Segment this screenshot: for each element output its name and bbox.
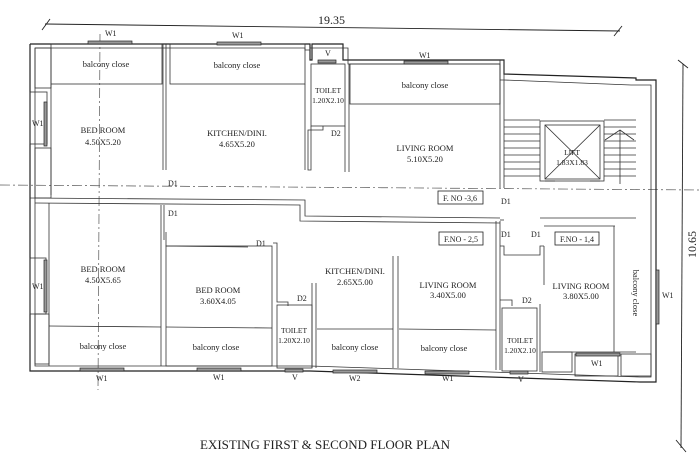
width-dimension-label: 19.35 bbox=[318, 13, 345, 27]
svg-text:4.50X5.65: 4.50X5.65 bbox=[85, 275, 121, 285]
room-bedroom-2: BED ROOM 4.50X5.65 bbox=[81, 264, 126, 285]
svg-text:W1: W1 bbox=[591, 359, 603, 368]
svg-text:W1: W1 bbox=[105, 29, 117, 38]
svg-text:1.20X2.10: 1.20X2.10 bbox=[312, 96, 344, 105]
flat-number-right: F.NO - 1,4 bbox=[554, 231, 600, 246]
opening-tags: W1 W1 V W1 W1 D2 D1 D1 D1 D1 D1 D1 D2 D2… bbox=[32, 29, 674, 384]
svg-text:D1: D1 bbox=[531, 230, 541, 239]
horizontal-axis-line bbox=[0, 184, 700, 191]
flat-number-top: F. NO -3,6 bbox=[437, 190, 484, 205]
svg-text:LIVING ROOM: LIVING ROOM bbox=[420, 280, 477, 290]
svg-text:balcony close: balcony close bbox=[631, 270, 641, 317]
lobby-walls bbox=[500, 245, 545, 285]
svg-text:V: V bbox=[292, 373, 298, 382]
svg-text:1.20X2.10: 1.20X2.10 bbox=[504, 346, 536, 355]
svg-text:D1: D1 bbox=[168, 209, 178, 218]
svg-text:BED ROOM: BED ROOM bbox=[81, 125, 126, 135]
drawing-title: EXISTING FIRST & SECOND FLOOR PLAN bbox=[200, 437, 451, 452]
lift-shaft bbox=[539, 120, 605, 182]
svg-text:2.65X5.00: 2.65X5.00 bbox=[337, 277, 373, 287]
svg-text:balcony close: balcony close bbox=[402, 80, 449, 90]
svg-text:W1: W1 bbox=[32, 282, 44, 291]
room-toilet-1: TOILET 1.20X2.10 bbox=[312, 86, 344, 105]
svg-text:TOILET: TOILET bbox=[507, 336, 534, 345]
svg-text:balcony close: balcony close bbox=[421, 343, 468, 353]
svg-text:KITCHEN/DINI.: KITCHEN/DINI. bbox=[207, 128, 267, 138]
room-living-3: LIVING ROOM 3.80X5.00 bbox=[553, 281, 610, 301]
bedroom-2-block bbox=[29, 203, 165, 366]
balcony-labels: balcony close balcony close balcony clos… bbox=[80, 59, 641, 353]
svg-text:1.83X1.83: 1.83X1.83 bbox=[556, 158, 588, 167]
room-bedroom-1: BED ROOM 4.50X5.20 bbox=[81, 125, 126, 147]
svg-text:D2: D2 bbox=[297, 294, 307, 303]
svg-text:balcony close: balcony close bbox=[193, 342, 240, 352]
svg-text:W1: W1 bbox=[232, 31, 244, 40]
svg-text:W1: W1 bbox=[32, 119, 44, 128]
svg-text:W1: W1 bbox=[662, 291, 674, 300]
svg-text:TOILET: TOILET bbox=[281, 326, 308, 335]
kitchen-2-block bbox=[317, 256, 399, 368]
room-kitchen-1: KITCHEN/DINI. 4.65X5.20 bbox=[207, 128, 267, 149]
room-toilet-2: TOILET 1.20X2.10 bbox=[278, 326, 310, 345]
svg-text:balcony close: balcony close bbox=[214, 60, 261, 70]
toilet-1-block bbox=[307, 63, 350, 172]
svg-text:D1: D1 bbox=[501, 197, 511, 206]
room-living-1: LIVING ROOM 5.10X5.20 bbox=[397, 143, 454, 164]
toilet-2-block bbox=[276, 283, 317, 369]
room-kitchen-2: KITCHEN/DINI. 2.65X5.00 bbox=[325, 266, 385, 287]
windows bbox=[43, 40, 660, 375]
corridor-walls bbox=[29, 197, 636, 224]
svg-text:D1: D1 bbox=[256, 239, 266, 248]
svg-text:W1: W1 bbox=[96, 374, 108, 383]
dimension-height: 10.65 bbox=[675, 59, 699, 453]
room-bedroom-3: BED ROOM 3.60X4.05 bbox=[196, 285, 241, 306]
svg-text:4.65X5.20: 4.65X5.20 bbox=[219, 139, 255, 149]
svg-text:TOILET: TOILET bbox=[315, 86, 342, 95]
svg-text:D2: D2 bbox=[331, 129, 341, 138]
height-dimension-label: 10.65 bbox=[685, 231, 699, 258]
dimension-width: 19.35 bbox=[41, 13, 623, 37]
svg-text:3.40X5.00: 3.40X5.00 bbox=[430, 290, 466, 300]
svg-text:5.10X5.20: 5.10X5.20 bbox=[407, 154, 443, 164]
vertical-axis-line bbox=[97, 33, 101, 391]
svg-text:BED ROOM: BED ROOM bbox=[81, 264, 126, 274]
svg-text:D1: D1 bbox=[501, 230, 511, 239]
svg-text:F.NO - 2,5: F.NO - 2,5 bbox=[444, 235, 478, 244]
svg-text:W1: W1 bbox=[419, 51, 431, 60]
svg-text:V: V bbox=[325, 49, 331, 58]
svg-text:F. NO -3,6: F. NO -3,6 bbox=[443, 194, 477, 203]
room-living-2: LIVING ROOM 3.40X5.00 bbox=[420, 280, 477, 300]
svg-text:1.20X2.10: 1.20X2.10 bbox=[278, 336, 310, 345]
svg-text:KITCHEN/DINI.: KITCHEN/DINI. bbox=[325, 266, 385, 276]
svg-text:F.NO - 1,4: F.NO - 1,4 bbox=[560, 235, 594, 244]
svg-text:LIFT: LIFT bbox=[564, 148, 580, 157]
svg-text:3.60X4.05: 3.60X4.05 bbox=[200, 296, 236, 306]
svg-text:BED ROOM: BED ROOM bbox=[196, 285, 241, 295]
svg-text:D2: D2 bbox=[522, 296, 532, 305]
living-room-3-block bbox=[541, 225, 652, 377]
flat-number-middle: F.NO - 2,5 bbox=[438, 231, 484, 246]
svg-text:4.50X5.20: 4.50X5.20 bbox=[85, 137, 121, 147]
svg-text:W2: W2 bbox=[349, 374, 361, 383]
svg-text:V: V bbox=[518, 375, 524, 384]
svg-text:W1: W1 bbox=[213, 373, 225, 382]
svg-text:LIVING ROOM: LIVING ROOM bbox=[397, 143, 454, 153]
svg-text:LIVING ROOM: LIVING ROOM bbox=[553, 281, 610, 291]
staircase bbox=[504, 119, 636, 184]
outer-walls bbox=[29, 43, 657, 383]
svg-text:3.80X5.00: 3.80X5.00 bbox=[563, 291, 599, 301]
svg-text:D1: D1 bbox=[168, 179, 178, 188]
room-lift: LIFT 1.83X1.83 bbox=[556, 148, 588, 167]
svg-text:balcony close: balcony close bbox=[83, 59, 130, 69]
svg-text:balcony close: balcony close bbox=[80, 341, 127, 351]
svg-text:balcony close: balcony close bbox=[332, 342, 379, 352]
svg-text:W1: W1 bbox=[442, 374, 454, 383]
room-toilet-3: TOILET 1.20X2.10 bbox=[504, 336, 536, 355]
bedroom-3-block bbox=[165, 232, 289, 367]
